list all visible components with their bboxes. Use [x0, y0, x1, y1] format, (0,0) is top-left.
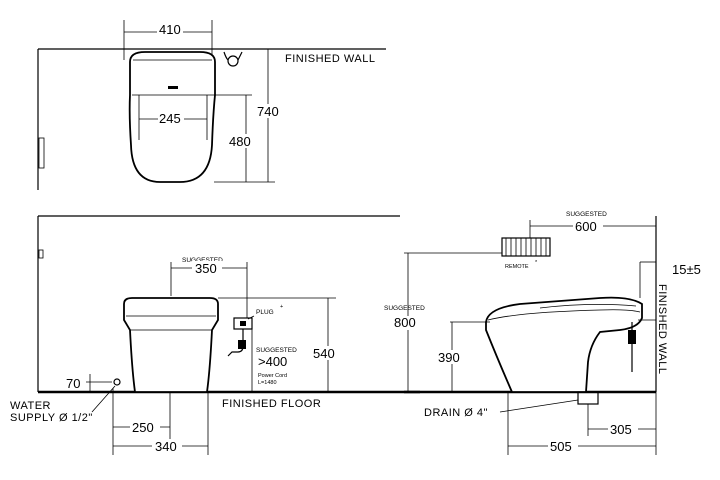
dim-15-text: 15±5 [672, 262, 701, 277]
remote-height-suggested-label: SUGGESTED [384, 305, 425, 312]
power-cord-length: L=1480 [258, 380, 277, 386]
dim-305-bg [608, 422, 638, 436]
dim-505-bg [548, 439, 578, 453]
side-lid-line [539, 304, 637, 309]
remote-pattern [505, 238, 547, 256]
dim-245-text: 245 [159, 111, 181, 126]
remote-suggested-label: SUGGESTED [566, 211, 607, 218]
front-toilet-body [123, 297, 219, 393]
plug-label: PLUG [256, 309, 274, 316]
dim-800-text: 800 [394, 315, 416, 330]
plug-outlet-socket [240, 321, 246, 326]
water-supply-label-2: SUPPLY Ø 1/2" [10, 412, 93, 424]
side-toilet-body [485, 296, 643, 393]
dim-410-bg [157, 23, 183, 37]
water-supply-leader [91, 385, 116, 413]
top-view: FINISHED WALL 410 245 740 480 [37, 20, 386, 190]
dim-540-bg [312, 346, 344, 360]
water-supply-label-1: WATER [10, 400, 51, 412]
side-seat-line [487, 309, 641, 321]
drain-pipe [577, 391, 599, 405]
front-toilet-seat-line [126, 315, 216, 331]
water-supply-valve-icon [113, 378, 121, 386]
front-wall-bracket [38, 249, 44, 259]
plug-leader [247, 315, 255, 320]
power-cord-plug-icon [238, 340, 246, 349]
top-supply-fitting-icon [227, 55, 239, 67]
dim-340-bg [152, 439, 182, 453]
remote-superscript: * [535, 260, 538, 266]
power-cord-label: Power Cord [258, 373, 287, 379]
dim-390-bg [436, 350, 466, 364]
dim-245-bg [158, 111, 184, 125]
dim-400-text: >400 [258, 354, 287, 369]
front-view: FINISHED FLOOR SUGGESTED 350 PLUG + SUGG… [10, 215, 420, 455]
top-wall-label: FINISHED WALL [285, 53, 375, 65]
top-tank-lid [132, 59, 214, 96]
dim-740-bg [255, 104, 287, 118]
side-supply-valve-icon [628, 330, 636, 344]
side-wall-label: FINISHED WALL [656, 284, 668, 374]
dim-410-text: 410 [159, 22, 181, 37]
dim-305-text: 305 [610, 422, 632, 437]
dim-540-text: 540 [313, 346, 335, 361]
top-supply-pipe [223, 51, 243, 61]
dim-480-text: 480 [229, 134, 251, 149]
dim-480-bg [227, 134, 257, 148]
dim-505-text: 505 [550, 439, 572, 454]
side-view: FINISHED WALL SUGGESTED 600 REMOTE * SUG… [384, 211, 701, 455]
dim-340-text: 340 [155, 439, 177, 454]
remote-label: REMOTE [505, 264, 529, 270]
drain-label: DRAIN Ø 4" [424, 407, 488, 419]
plug-height-suggested-label: SUGGESTED [256, 347, 297, 354]
top-wall-bracket [38, 137, 45, 169]
front-outlet-suggested-label: SUGGESTED [182, 257, 223, 264]
dim-740-text: 740 [257, 104, 279, 119]
dim-250-bg [130, 420, 160, 434]
dim-600-text: 600 [575, 219, 597, 234]
dim-250-text: 250 [132, 420, 154, 435]
top-logo-mark [168, 86, 178, 89]
dim-70-text: 70 [66, 376, 80, 391]
dim-350-text: 350 [195, 261, 217, 276]
dim-350-bg [192, 261, 222, 275]
dim-800-bg [393, 316, 423, 330]
floor-label: FINISHED FLOOR [222, 398, 321, 410]
plug-superscript: + [280, 304, 283, 310]
dim-390-text: 390 [438, 350, 460, 365]
dim-600-bg [573, 219, 603, 233]
drain-leader [499, 399, 579, 413]
